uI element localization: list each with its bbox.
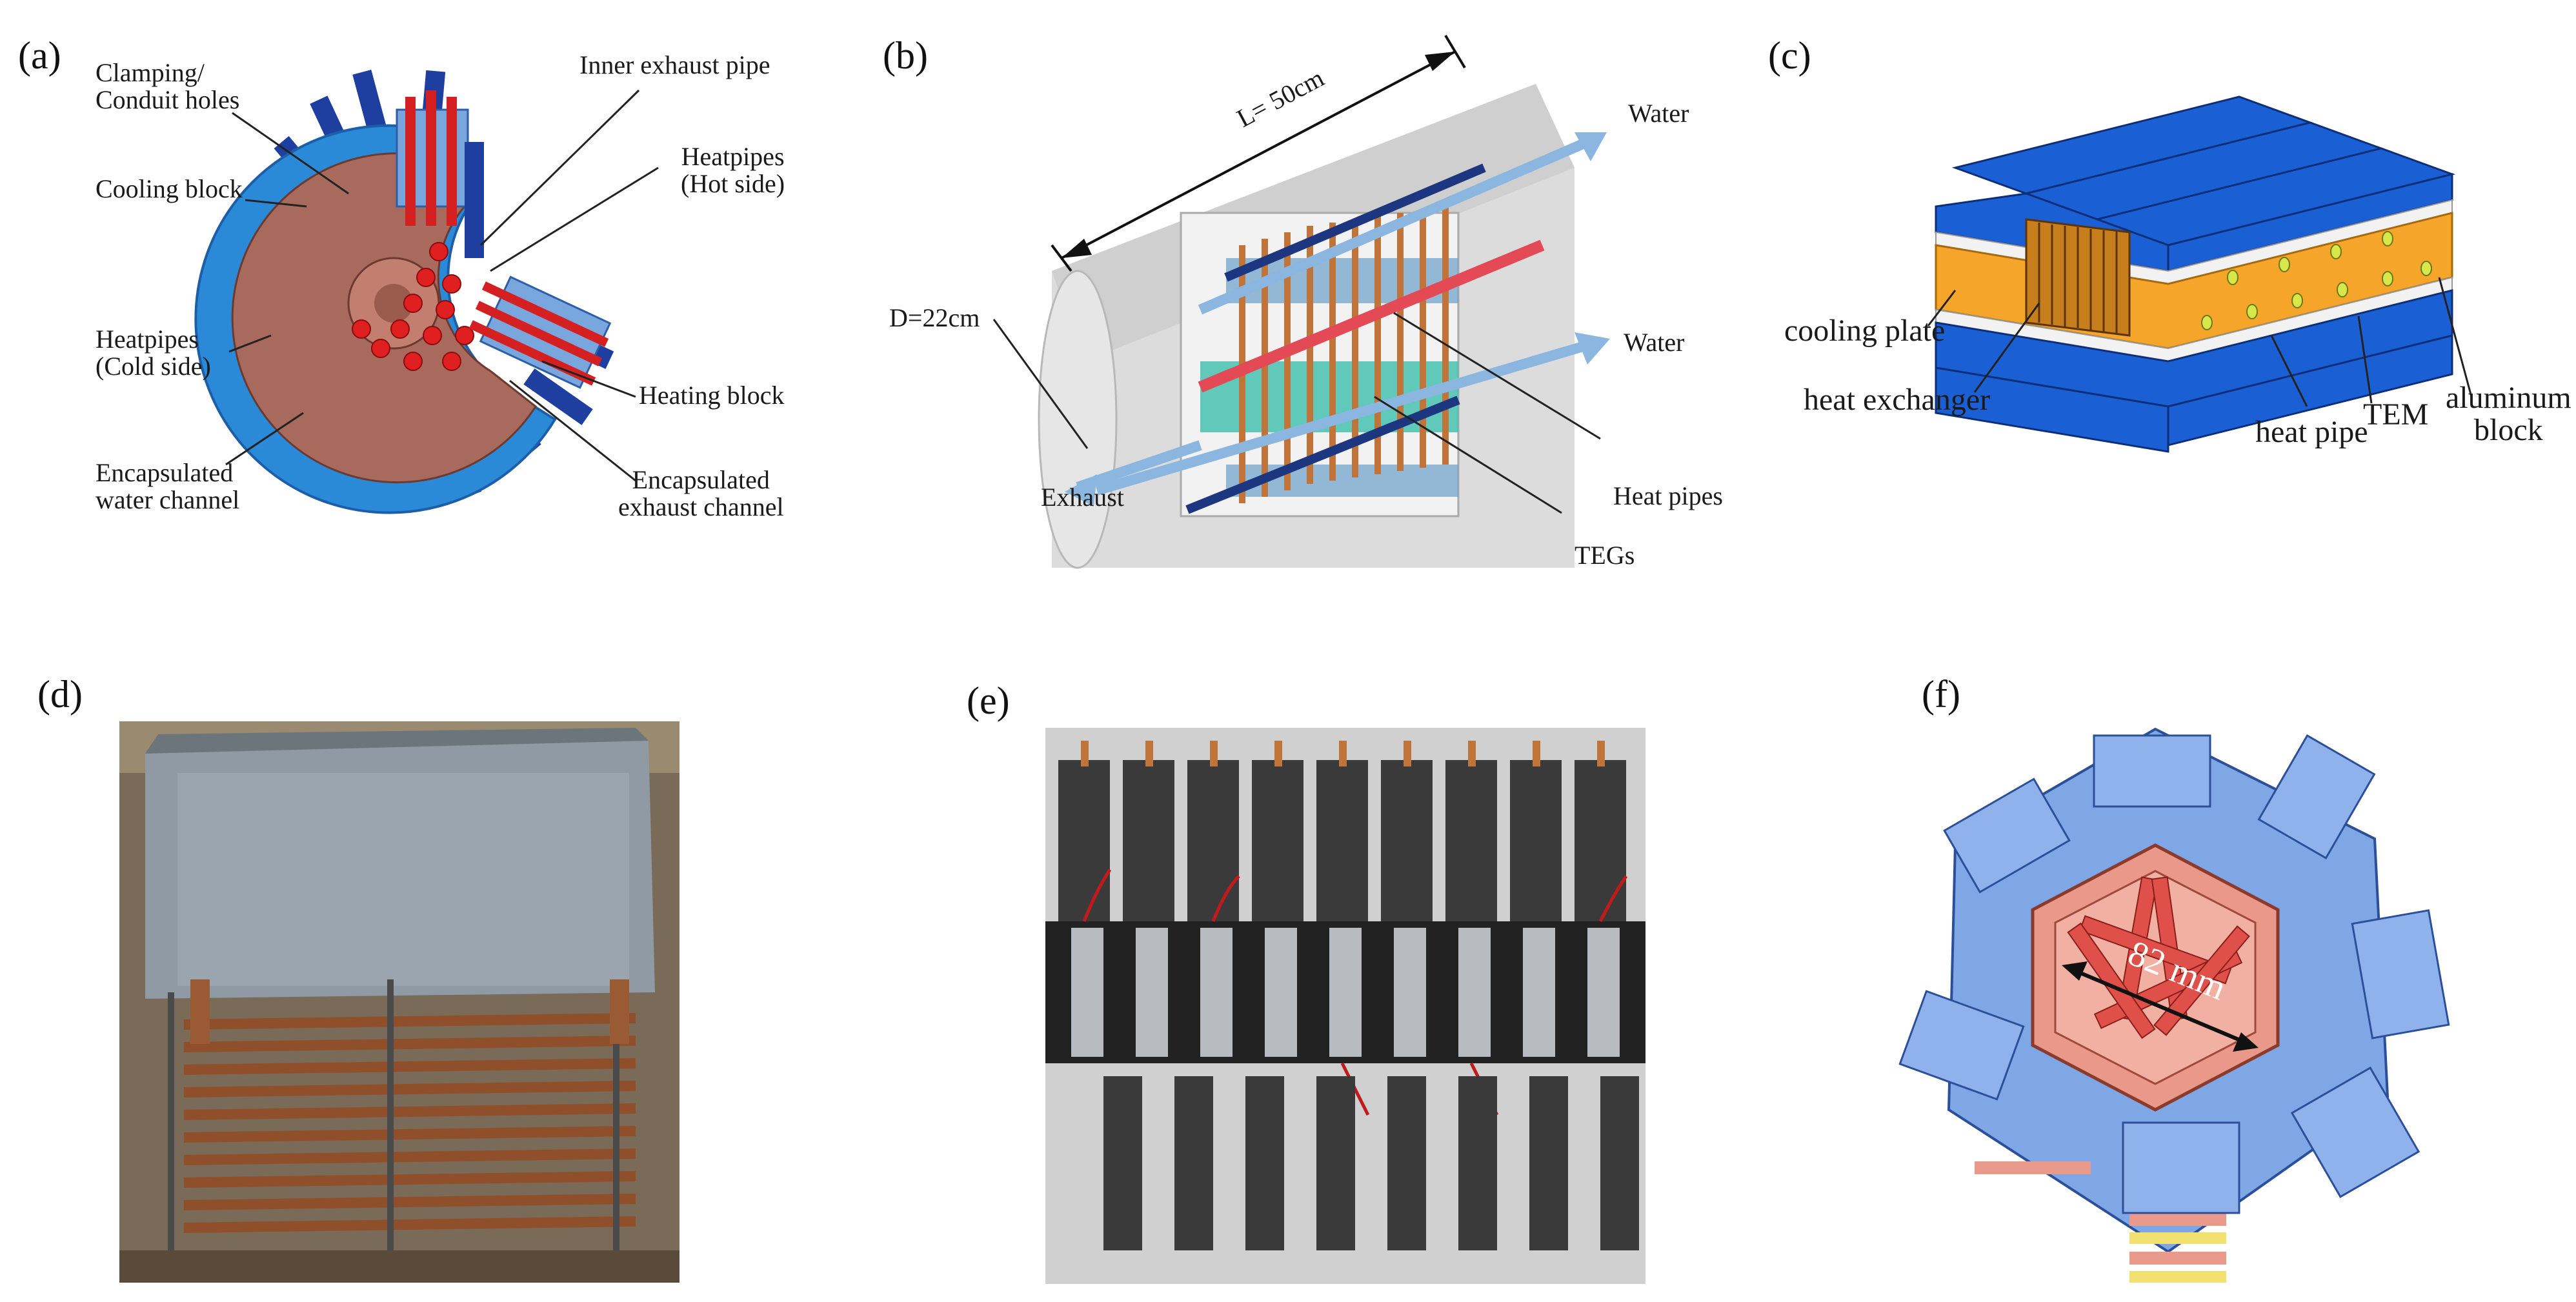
panel-c-illustration bbox=[1927, 95, 2473, 453]
panel-c-heat-exchanger bbox=[2025, 218, 2131, 337]
panel-f-dimension-arrow bbox=[2062, 961, 2259, 1052]
panel-f-layer-stack bbox=[1975, 1161, 2226, 1283]
callout-tegs: TEGs bbox=[1575, 541, 1635, 570]
panel-a-upper-block bbox=[396, 90, 484, 258]
callout-heating-block: Heating block bbox=[639, 381, 785, 410]
callout-cooling-plate: cooling plate bbox=[1784, 314, 1946, 348]
callout-diameter: D=22cm bbox=[889, 303, 980, 332]
panel-d-heat-exchanger-photo bbox=[119, 721, 679, 1283]
callout-clamping: Clamping/ Conduit holes bbox=[96, 58, 240, 114]
panel-e-photo bbox=[1045, 728, 1645, 1284]
panel-c-label: (c) bbox=[1768, 34, 1811, 77]
callout-heat-pipes: Heat pipes bbox=[1613, 481, 1723, 510]
panel-a-label: (a) bbox=[18, 34, 61, 77]
panel-a-hot-heatpipes bbox=[352, 242, 474, 371]
panel-e-aluminum-blocks bbox=[1071, 928, 1620, 1057]
panel-f-label: (f) bbox=[1922, 673, 1960, 716]
panel-f-modules bbox=[1898, 734, 2450, 1214]
panel-b: (b) bbox=[839, 0, 1742, 581]
panel-e-bottom-fins bbox=[1103, 1076, 1639, 1250]
callout-heatpipes-cold: Heatpipes (Cold side) bbox=[96, 325, 211, 381]
panel-d-tube-bundle bbox=[183, 1013, 636, 1233]
callout-exhaust-channel: Encapsulated exhaust channel bbox=[618, 465, 784, 521]
panel-e-label: (e) bbox=[967, 679, 1010, 722]
panel-c-callout-lines bbox=[1927, 277, 2473, 407]
panel-b-callout-lines bbox=[992, 312, 1601, 514]
panel-d-photo bbox=[119, 721, 679, 1283]
callout-water-channel: Encapsulated water channel bbox=[96, 458, 240, 514]
callout-heat-pipe: heat pipe bbox=[2255, 415, 2368, 449]
callout-cooling-block: Cooling block bbox=[96, 174, 243, 203]
callout-tem: TEM bbox=[2363, 397, 2429, 432]
panel-b-end-cap bbox=[1038, 270, 1118, 569]
callout-exhaust: Exhaust bbox=[1041, 483, 1124, 512]
callout-inner-exhaust: Inner exhaust pipe bbox=[579, 50, 770, 79]
panel-a-illustration bbox=[194, 69, 659, 514]
callout-heatpipes-hot: Heatpipes (Hot side) bbox=[681, 142, 785, 198]
panel-b-label: (b) bbox=[883, 34, 928, 77]
panel-b-illustration bbox=[992, 34, 1610, 569]
panel-f-illustration bbox=[1898, 727, 2450, 1283]
panel-f: (f) bbox=[1742, 645, 2576, 1302]
panel-a-callout-lines bbox=[225, 89, 659, 482]
panel-d-label: (d) bbox=[37, 673, 83, 716]
callout-water-top: Water bbox=[1628, 99, 1689, 128]
panel-b-water-arrows bbox=[1065, 132, 1610, 506]
panel-a: (a) bbox=[0, 0, 839, 581]
panel-e: (e) bbox=[839, 645, 1742, 1302]
panel-c: (c) bbox=[1742, 0, 2576, 581]
panel-e-top-fins bbox=[1058, 760, 1626, 928]
panel-c-bottom-cooling-plates bbox=[1935, 289, 2453, 453]
callout-water-bottom: Water bbox=[1624, 328, 1685, 357]
panel-f-heat-pipes bbox=[2067, 876, 2250, 1039]
callout-heat-exchanger: heat exchanger bbox=[1804, 383, 1991, 417]
panel-d: (d) bbox=[0, 645, 839, 1302]
panel-b-length-dimension bbox=[1051, 34, 1466, 272]
callout-aluminum-block: aluminum block bbox=[2446, 381, 2571, 448]
panel-e-teg-array-photo bbox=[1045, 728, 1645, 1284]
